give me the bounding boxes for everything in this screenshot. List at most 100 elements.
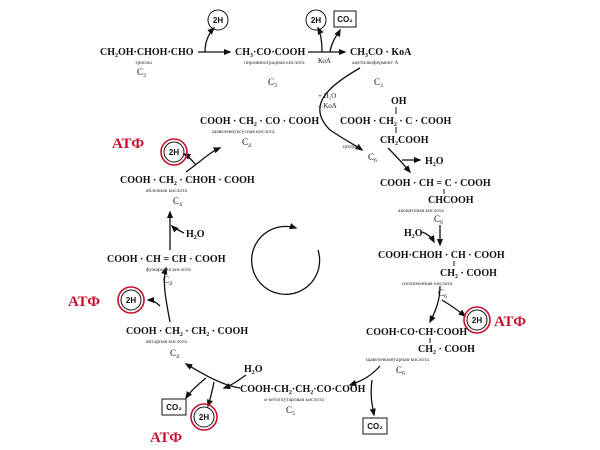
isocitrate-carbon-count: C₆: [438, 288, 447, 298]
ketoglutarate-carbon-count: C₅: [286, 405, 295, 415]
atf-label-bottom: АТФ: [150, 430, 182, 446]
bubble-2h-top-2: 2H: [305, 9, 327, 31]
aconitate-bottom: CHCOOH: [428, 195, 474, 206]
svg-text:2H: 2H: [126, 296, 136, 305]
arrow-release-2h-1: [204, 26, 216, 53]
arrow-citrate-aconitate: [387, 147, 411, 174]
arrow-release-2h-left: [146, 296, 161, 307]
isocitrate-compound: COOH·CHOH · CH · COOH CH₂ · COOH изолимо…: [378, 250, 505, 298]
bubble-2h-right: 2H: [463, 306, 491, 334]
fumarate-carbon-count: C₄: [163, 275, 172, 285]
isocitrate-name: изолимонная кислота: [402, 281, 453, 287]
acetyl-coa-compound: CH₃CO · KoA ацетилкофермент А C₂: [350, 47, 412, 87]
succinate-main: COOH · CH₂ · CH₂ · COOH: [126, 326, 248, 337]
citrate-carbon-count: C₆: [368, 152, 377, 162]
arrow-release-2h-2: [317, 26, 324, 53]
malate-name: яблочная кислота: [146, 187, 188, 194]
succinate-carbon-count: C₄: [170, 348, 179, 358]
oxalosuccinate-main: COOH·CO·CH·COOH: [366, 327, 467, 338]
arrow-add-h2o-3: [170, 224, 185, 234]
acetyl-carbon-count: C₂: [374, 77, 383, 87]
ketoglutarate-name: α-кетоглутаровая кислота: [264, 397, 324, 403]
malate-carbon-count: C₄: [173, 196, 182, 206]
arrow-succinate-fumarate: [161, 266, 171, 323]
succinate-compound: COOH · CH₂ · CH₂ · COOH янтарная кислота…: [126, 326, 248, 358]
ketoglutarate-main: COOH·CH₂·CH₂·CO·COOH: [240, 384, 366, 395]
citrate-name: цитрат: [343, 144, 359, 150]
triose-carbon-count: C₃: [137, 67, 146, 77]
pyruvate-name: пировиноградная кислота: [244, 60, 305, 66]
bubble-2h-left-upper: 2H: [160, 138, 188, 166]
svg-text:2H: 2H: [311, 16, 321, 25]
pyruvate-compound: CH₃·CO·COOH пировиноградная кислота C₃: [235, 47, 305, 87]
isocitrate-bottom: CH₂ · COOH: [440, 268, 497, 279]
svg-text:CO₂: CO₂: [367, 422, 383, 431]
minus-koa-label: – KoA: [317, 102, 337, 110]
svg-text:CO₂: CO₂: [166, 403, 182, 412]
fumarate-main: COOH · CH = CH · COOH: [107, 254, 226, 265]
arrow-malate-oxaloacetate: [185, 147, 222, 173]
atf-label-left-lower: АТФ: [68, 294, 100, 310]
oxaloacetate-compound: COOH · CH₂ · CO · COOH щавелевоуксусная …: [200, 116, 319, 147]
pyruvate-carbon-count: C₃: [268, 77, 277, 87]
citrate-main: COOH · CH₂ · C · COOH: [340, 116, 452, 127]
malate-main: COOH · CH₂ · CHOH · COOH: [120, 175, 255, 186]
fumarate-name: фумаровая кислота: [146, 266, 191, 273]
acetyl-formula: CH₃CO · KoA: [350, 47, 412, 58]
svg-text:2H: 2H: [472, 316, 482, 325]
arrow-release-co2-right: [369, 379, 376, 417]
arrow-release-co2-top: [329, 28, 341, 53]
arrow-release-2h-right: [441, 299, 467, 317]
svg-text:2H: 2H: [213, 16, 223, 25]
h2o-plus-label: + H₂O: [318, 92, 336, 100]
oxalosuccinate-compound: COOH·CO·CH·COOH CH₂ · COOH щавелевоянтар…: [366, 327, 475, 375]
succinate-name: янтарная кислота: [146, 339, 187, 345]
box-co2-bottom: CO₂: [161, 398, 187, 416]
arrow-add-h2o-2: [222, 374, 247, 389]
atf-label-left-upper: АТФ: [112, 136, 144, 152]
water-added-2: H₂O: [244, 364, 263, 375]
aconitate-compound: COOH · CH = C · COOH CHCOOH аконитовая к…: [380, 178, 491, 224]
oxalosuccinate-name: щавелевоянтарная кислота: [366, 357, 429, 363]
bubble-2h-bottom: 2H: [190, 403, 218, 431]
oxaloacetate-name: щавелевоуксусная кислота: [212, 129, 275, 135]
koa-label: КоА: [318, 57, 331, 65]
citrate-compound: OH COOH · CH₂ · C · COOH CH₂COOH цитрат …: [340, 96, 452, 162]
arrow-release-co2-bottom: [185, 377, 207, 400]
triose-formula: CH₂OH·CHOH·CHO: [100, 47, 194, 58]
arrow-acetyl-citrate: [319, 67, 364, 151]
box-co2-top: CO₂: [333, 10, 357, 28]
arrow-isocitrate-oxalosuccinate: [429, 285, 441, 324]
oxaloacetate-carbon-count: C₄: [242, 137, 251, 147]
oxalosuccinate-bottom: CH₂ · COOH: [418, 344, 475, 355]
arrow-release-2h-bottom: [207, 381, 215, 408]
triose-compound: CH₂OH·CHOH·CHO триозы C₃: [100, 47, 194, 77]
box-co2-right: CO₂: [362, 417, 388, 435]
water-added-3: H₂O: [186, 229, 205, 240]
arrow-ketoglutarate-succinate: [184, 363, 241, 389]
malate-compound: COOH · CH₂ · CHOH · COOH яблочная кислот…: [120, 175, 255, 206]
water-released-1: H₂O: [425, 156, 444, 167]
svg-text:2H: 2H: [199, 413, 209, 422]
oxalosuccinate-carbon-count: C₆: [396, 365, 405, 375]
citrate-bottom: CH₂COOH: [380, 135, 429, 146]
aconitate-main: COOH · CH = C · COOH: [380, 178, 491, 189]
aconitate-name: аконитовая кислота: [398, 208, 444, 214]
atf-label-right: АТФ: [494, 314, 526, 330]
ketoglutarate-compound: COOH·CH₂·CH₂·CO·COOH α-кетоглутаровая ки…: [240, 384, 366, 415]
arrow-release-2h-upper: [182, 153, 197, 166]
cycle-direction-arrow: [251, 223, 321, 295]
citrate-oh: OH: [391, 96, 407, 107]
bubble-2h-top-1: 2H: [207, 9, 229, 31]
pyruvate-formula: CH₃·CO·COOH: [235, 47, 305, 58]
triose-name: триозы: [135, 60, 152, 66]
arrow-oxalosuccinate-ketoglutarate: [348, 365, 381, 386]
water-added: H₂O: [404, 228, 423, 239]
bubble-2h-left-lower: 2H: [117, 286, 145, 314]
aconitate-carbon-count: C₆: [434, 214, 443, 224]
svg-text:2H: 2H: [169, 148, 179, 157]
isocitrate-main: COOH·CHOH · CH · COOH: [378, 250, 505, 261]
fumarate-compound: COOH · CH = CH · COOH фумаровая кислота …: [107, 254, 226, 285]
